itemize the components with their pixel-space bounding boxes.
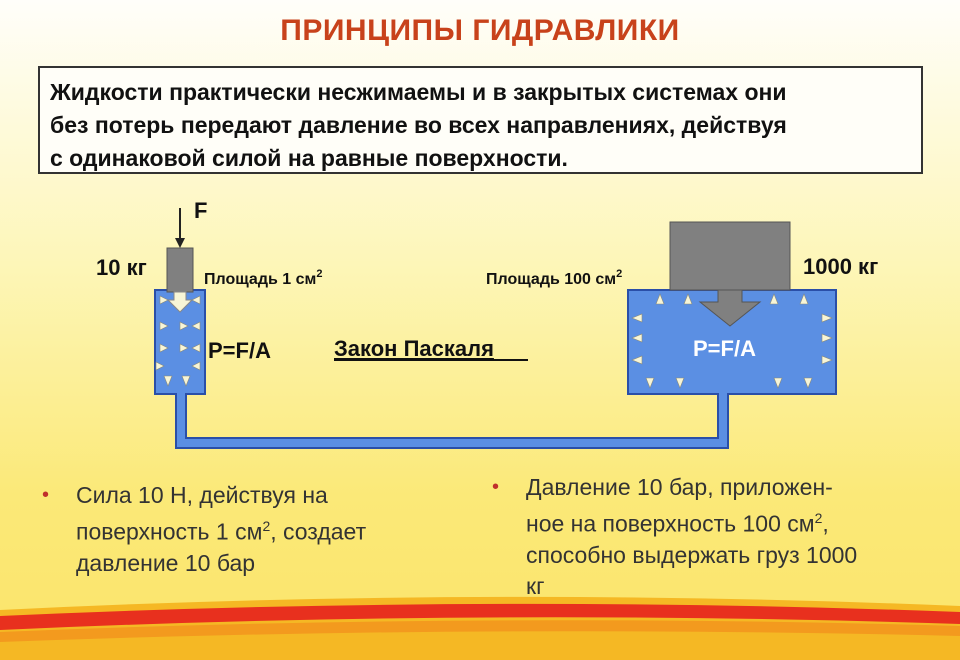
bullet-right-line-3: способно выдержать груз 1000 (526, 541, 858, 568)
bullet-marker: • (492, 476, 500, 498)
large-piston-arrow (698, 289, 762, 327)
bullet-right-line-4: кг (526, 572, 545, 599)
bullet-left-line-2: поверхность 1 см2, создает (76, 518, 367, 545)
pascal-law-statement: Жидкости практически несжимаемы и в закр… (38, 66, 923, 174)
pressure-arrows-small (155, 295, 201, 387)
connecting-pipe (175, 391, 729, 449)
large-weight-label: 1000 кг (803, 254, 878, 279)
law-name-label: Закон Паскаля (334, 336, 494, 361)
bullet-left-line-3: давление 10 бар (76, 549, 256, 576)
law-line-3: с одинаковой силой на равные поверхности… (50, 145, 568, 171)
large-piston (669, 221, 791, 291)
formula-small: P=F/A (208, 338, 271, 363)
bullet-left-line-1: Сила 10 Н, действуя на (76, 482, 328, 508)
force-label: F (194, 198, 207, 223)
bullet-marker: • (42, 484, 50, 506)
small-piston-arrow (166, 291, 194, 313)
law-line-1: Жидкости практически несжимаемы и в закр… (50, 79, 787, 105)
bullet-right: • Давление 10 бар, приложен- ное на пове… (492, 472, 858, 602)
small-area-label: Площадь 1 см2 (204, 268, 322, 288)
formula-large: P=F/A (693, 336, 756, 361)
page-title: ПРИНЦИПЫ ГИДРАВЛИКИ (280, 14, 680, 47)
bullet-right-line-1: Давление 10 бар, приложен- (526, 474, 833, 500)
large-area-label: Площадь 100 см2 (486, 268, 622, 288)
law-line-2: без потерь передают давление во всех нап… (50, 112, 787, 138)
decorative-ribbon (0, 596, 960, 660)
small-weight-label: 10 кг (96, 255, 147, 280)
bullet-left: • Сила 10 Н, действуя на поверхность 1 с… (42, 480, 367, 579)
bullet-right-line-2: ное на поверхность 100 см2, (526, 510, 829, 537)
pressure-arrows-large (631, 293, 833, 389)
small-piston (166, 247, 194, 293)
